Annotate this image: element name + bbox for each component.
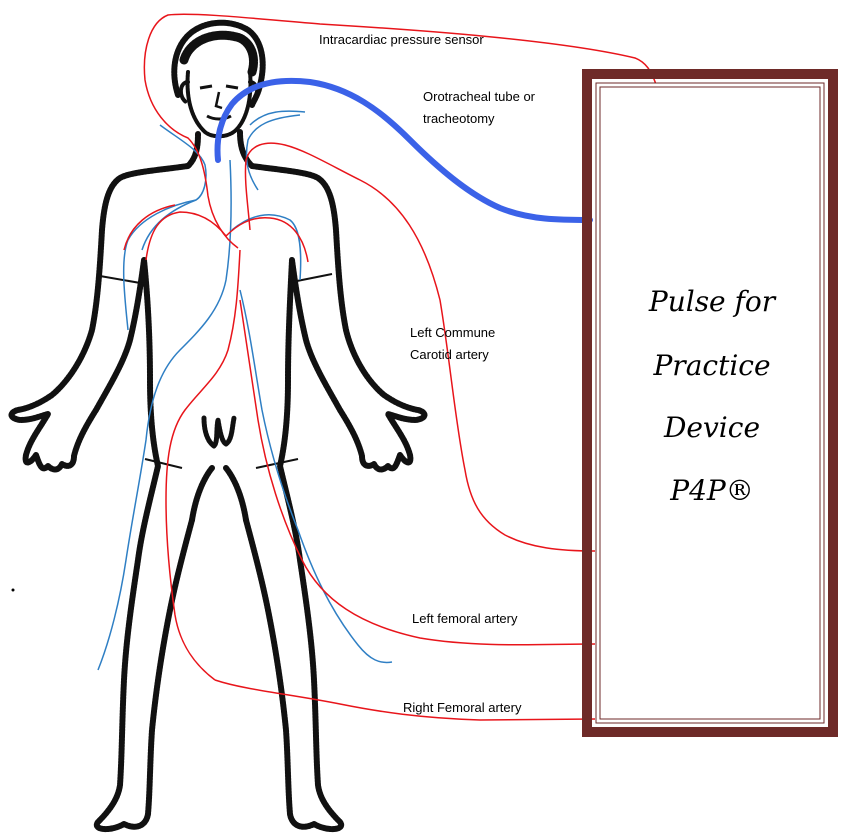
label-orotracheal-line-2: tracheotomy <box>423 111 495 126</box>
vein-central <box>98 160 231 670</box>
label-carotid-line-1: Left Commune <box>410 325 495 340</box>
p4p-device: Pulse for Practice Device P4P® <box>587 74 833 732</box>
genital-region <box>204 418 234 446</box>
right-groin-cuff <box>256 459 298 468</box>
device-inner-border <box>596 83 824 723</box>
vein-right-descending <box>240 290 392 662</box>
body-right-contour <box>246 166 425 829</box>
label-right-femoral: Right Femoral artery <box>403 700 522 715</box>
label-carotid-line-2: Carotid artery <box>410 347 489 362</box>
vein-right-neck <box>246 115 300 190</box>
hair-texture <box>184 35 254 72</box>
device-title-line-2: Practice <box>652 349 770 382</box>
device-title-line-1: Pulse for <box>648 285 777 318</box>
descending-aorta <box>166 250 240 680</box>
label-orotracheal-line-1: Orotracheal tube or <box>423 89 536 104</box>
left-eye <box>200 86 212 88</box>
left-groin-cuff <box>145 459 182 468</box>
label-left-femoral: Left femoral artery <box>412 611 518 626</box>
device-title-line-3: Device <box>663 411 760 444</box>
nose <box>216 92 222 108</box>
vein-network <box>98 111 392 670</box>
label-intracardiac-sensor: Intracardiac pressure sensor <box>319 32 484 47</box>
device-title-line-4: P4P® <box>669 474 754 507</box>
right-arm-cuff <box>292 274 332 282</box>
stray-dot <box>12 589 15 592</box>
inner-legs <box>192 468 246 520</box>
body-left-contour <box>12 166 193 829</box>
right-eye <box>226 86 238 88</box>
